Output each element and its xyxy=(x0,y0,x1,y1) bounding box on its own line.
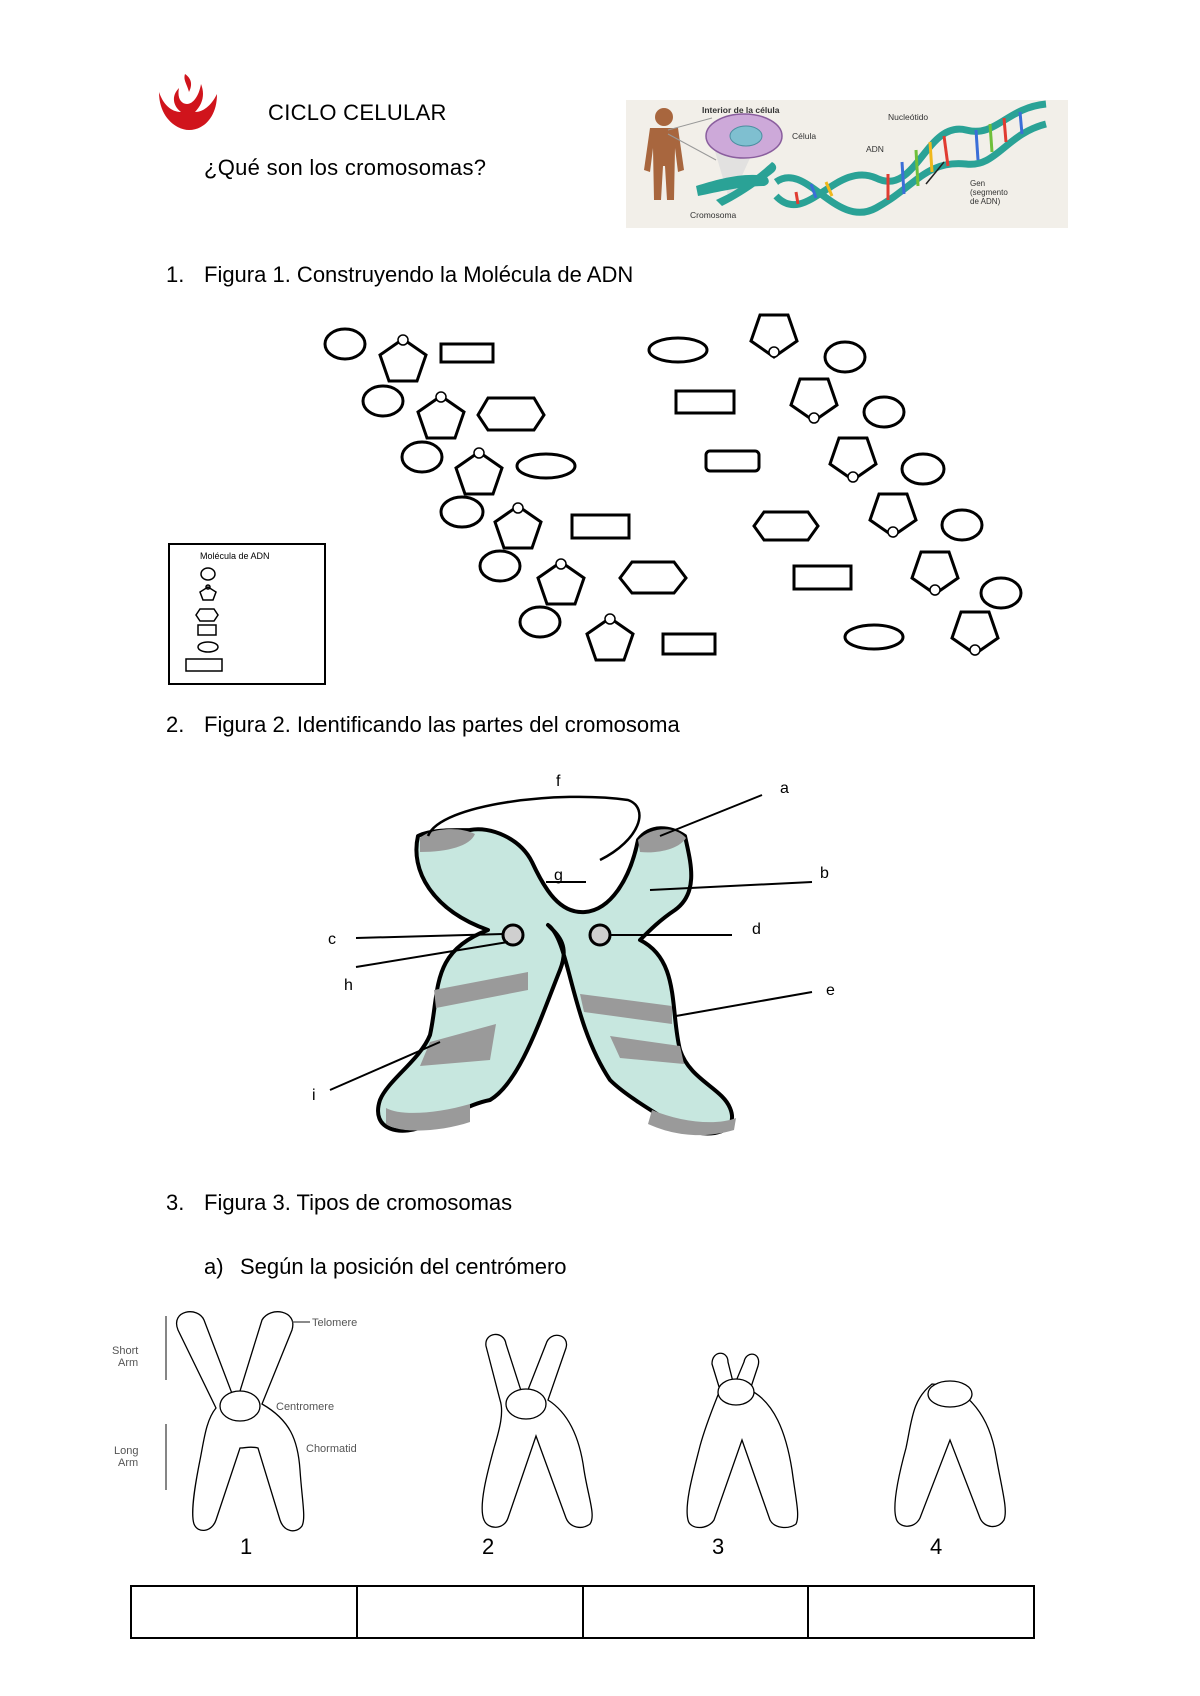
university-logo xyxy=(159,74,217,130)
illus-gene-label-1: Gen xyxy=(970,179,985,188)
label-long-arm-2: Arm xyxy=(118,1457,138,1469)
label-h: h xyxy=(344,977,353,994)
dna-legend-box: Molécula de ADN xyxy=(168,543,326,685)
illus-gene-label-2: (segmento xyxy=(970,188,1008,197)
chromosome-number-1: 1 xyxy=(240,1534,253,1559)
dna-legend-shapes xyxy=(185,567,223,672)
label-short-arm-2: Arm xyxy=(118,1357,138,1369)
chromosome-types-diagram: Telomere Short Arm Centromere Long Arm C… xyxy=(112,1311,1006,1532)
human-figure-icon xyxy=(644,108,684,200)
section-3-title: Figura 3. Tipos de cromosomas xyxy=(204,1190,513,1215)
dna-helix-icon xyxy=(773,100,1047,216)
chromosome-number-4: 4 xyxy=(930,1534,943,1559)
answer-cell-4[interactable] xyxy=(807,1585,1035,1639)
chromosome-parts-diagram: f a g b c d h e i xyxy=(312,773,835,1136)
illus-nucleotide-label: Nucleótido xyxy=(888,112,928,122)
subsection-title: Según la posición del centrómero xyxy=(240,1254,567,1279)
label-i: i xyxy=(312,1087,316,1104)
label-telomere: Telomere xyxy=(312,1317,357,1329)
worksheet-title: CICLO CELULAR xyxy=(268,100,447,125)
section-3-number: 3. xyxy=(166,1190,185,1215)
illus-interior-label: Interior de la célula xyxy=(702,105,780,115)
dna-building-blocks xyxy=(323,313,1023,662)
label-g: g xyxy=(554,867,563,884)
acrocentric-chromosome xyxy=(686,1352,799,1529)
section-1-title: Figura 1. Construyendo la Molécula de AD… xyxy=(204,262,634,287)
label-chromatid: Chormatid xyxy=(306,1443,357,1455)
answer-table xyxy=(130,1585,1035,1639)
metacentric-chromosome xyxy=(175,1311,305,1532)
chromosome-number-3: 3 xyxy=(712,1534,725,1559)
label-short-arm-1: Short xyxy=(112,1345,138,1357)
label-b: b xyxy=(820,865,829,882)
label-long-arm-1: Long xyxy=(114,1445,138,1457)
label-a: a xyxy=(780,780,789,797)
section-1-number: 1. xyxy=(166,262,185,287)
illus-chromosome-label: Cromosoma xyxy=(690,210,737,220)
worksheet-question: ¿Qué son los cromosomas? xyxy=(204,155,487,180)
label-c: c xyxy=(328,931,336,948)
label-f: f xyxy=(556,773,561,790)
label-e: e xyxy=(826,982,835,999)
illus-dna-label: ADN xyxy=(866,144,884,154)
illus-gene-label-3: de ADN) xyxy=(970,197,1001,206)
submetacentric-chromosome xyxy=(481,1333,593,1529)
label-centromere: Centromere xyxy=(276,1401,334,1413)
answer-cell-1[interactable] xyxy=(130,1585,358,1639)
chromosome-number-2: 2 xyxy=(482,1534,495,1559)
subsection-letter: a) xyxy=(204,1254,224,1279)
label-d: d xyxy=(752,921,761,938)
chromosome-icon xyxy=(696,162,777,206)
telocentric-chromosome xyxy=(894,1380,1006,1528)
answer-cell-2[interactable] xyxy=(355,1585,584,1639)
answer-cell-3[interactable] xyxy=(581,1585,810,1639)
section-2-title: Figura 2. Identificando las partes del c… xyxy=(204,712,680,737)
cell-dna-illustration: Interior de la célula Célula Nucleótido … xyxy=(626,100,1068,228)
dna-legend-title: Molécula de ADN xyxy=(200,551,270,561)
section-2-number: 2. xyxy=(166,712,185,737)
illus-cell-label: Célula xyxy=(792,131,816,141)
